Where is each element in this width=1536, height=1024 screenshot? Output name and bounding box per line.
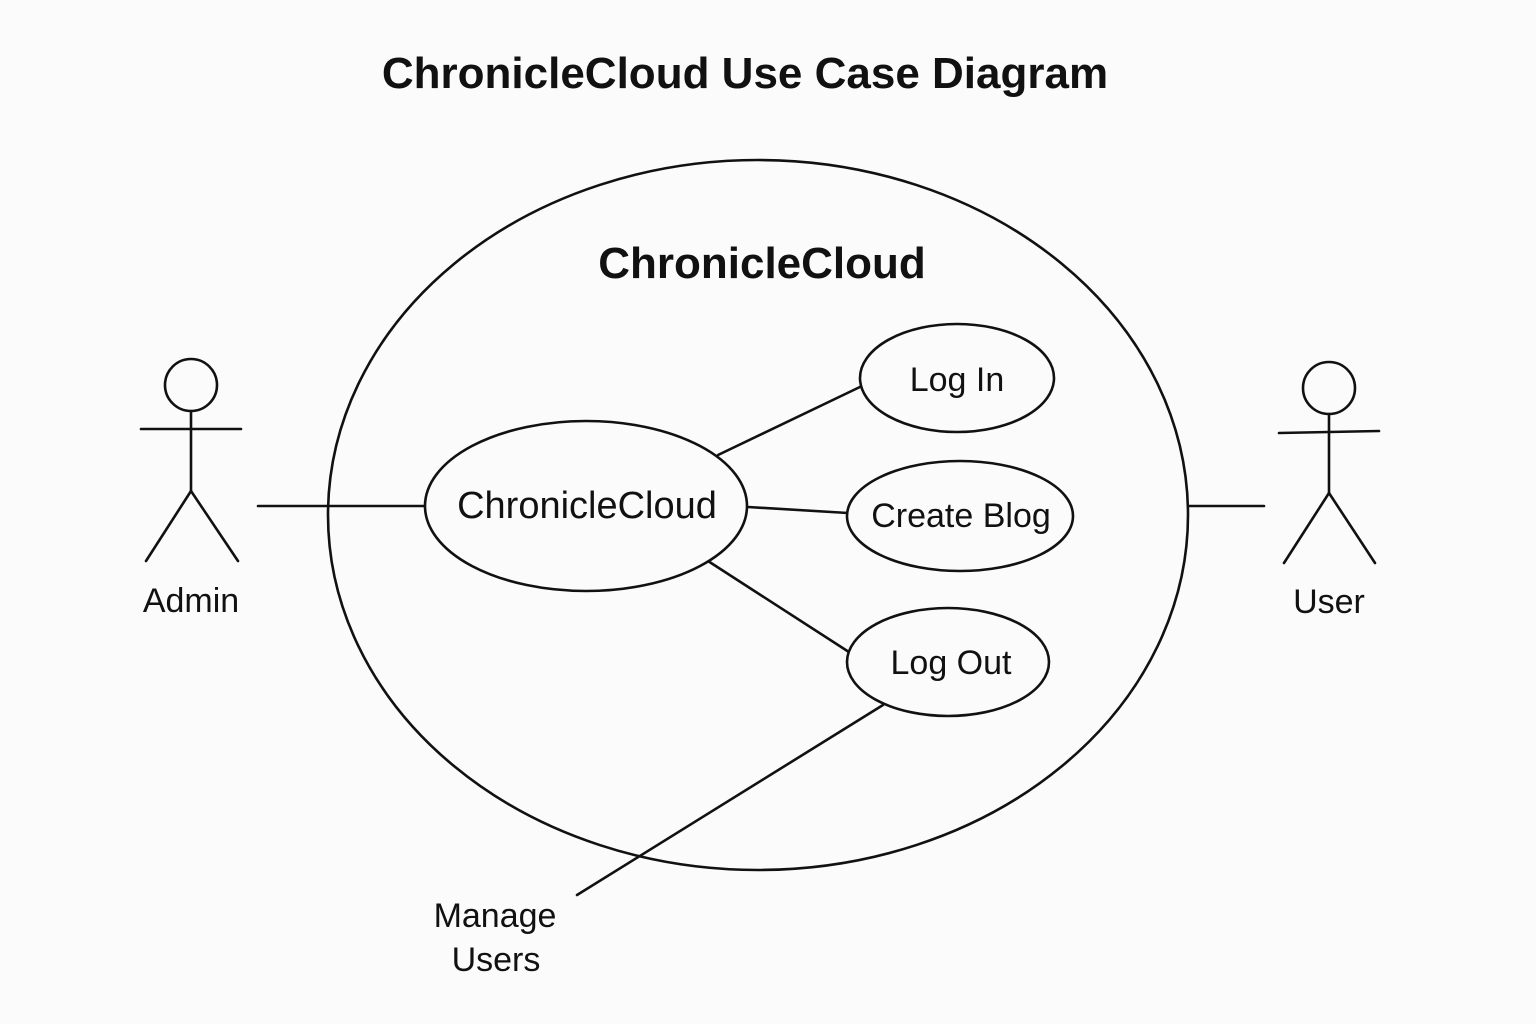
actor-admin[interactable]: Admin: [139, 357, 243, 620]
diagram-title: ChronicleCloud Use Case Diagram: [382, 49, 1108, 98]
use-case-log-in-shape: [858, 322, 1056, 434]
use-case-main-label: ChronicleCloud: [457, 485, 717, 527]
actor-admin-label: Admin: [143, 582, 239, 620]
use-case-main[interactable]: ChronicleCloud: [423, 419, 749, 593]
association-main-login: [716, 384, 864, 457]
use-case-main-shape: [423, 419, 749, 593]
admin-stick-figure-icon: [139, 357, 243, 563]
use-case-manage-users[interactable]: Manage Users: [434, 897, 557, 979]
use-case-log-out[interactable]: Log Out: [845, 606, 1051, 718]
use-case-log-in[interactable]: Log In: [858, 322, 1056, 434]
use-case-create-blog[interactable]: Create Blog: [845, 459, 1075, 573]
actor-user[interactable]: User: [1277, 360, 1381, 621]
actor-user-label: User: [1293, 583, 1365, 621]
system-name: ChronicleCloud: [598, 239, 926, 288]
use-case-create-blog-label: Create Blog: [871, 497, 1051, 535]
user-stick-figure-icon: [1277, 360, 1381, 565]
use-case-log-in-label: Log In: [910, 361, 1005, 399]
association-main-logout: [706, 559, 854, 656]
system-boundary: [326, 158, 1190, 872]
association-main-createblog: [746, 505, 850, 515]
manage-users-label-line1: Manage: [434, 897, 557, 935]
use-case-create-blog-shape: [845, 459, 1075, 573]
association-logout-manageusers: [575, 703, 885, 897]
use-case-log-out-label: Log Out: [891, 644, 1013, 682]
manage-users-label-line2: Users: [452, 941, 541, 979]
use-case-log-out-shape: [845, 606, 1051, 718]
